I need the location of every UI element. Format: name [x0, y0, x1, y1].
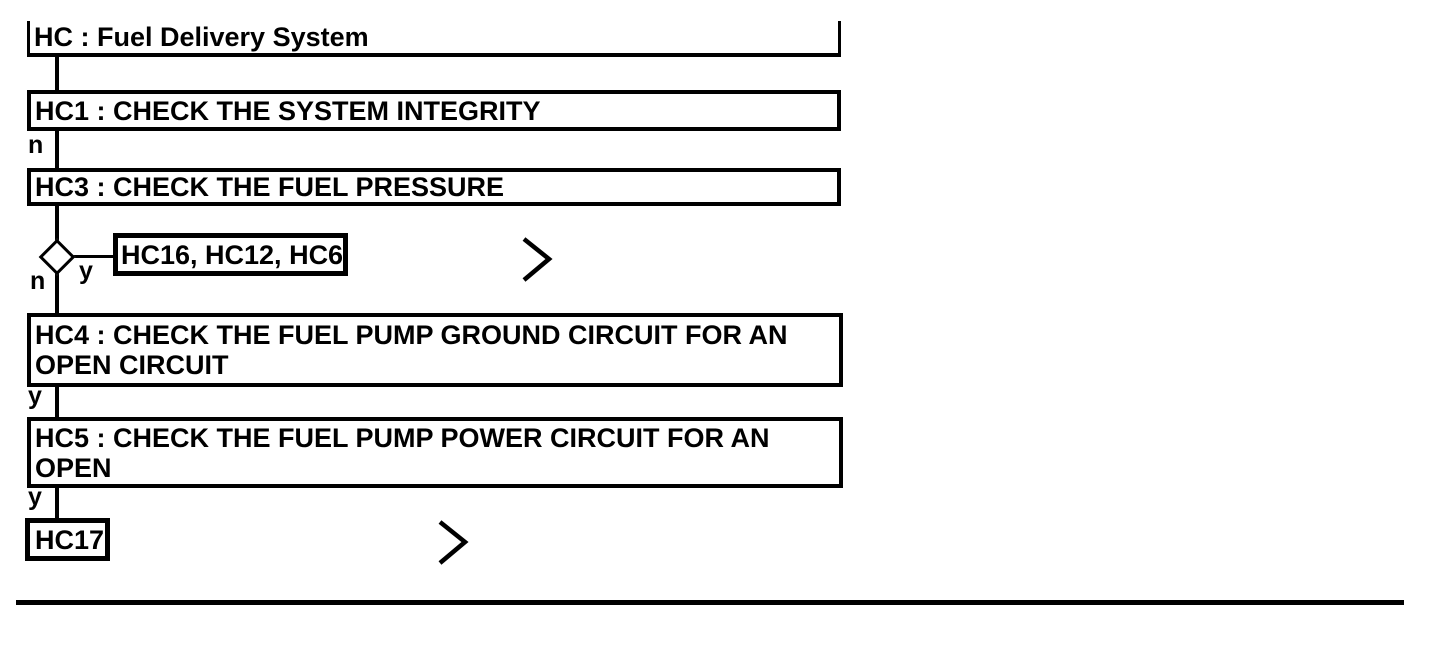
connector-hc5-to-hc17 — [55, 486, 59, 520]
node-hc4-line1: HC4 : CHECK THE FUEL PUMP GROUND CIRCUIT… — [35, 320, 788, 350]
node-hc5-line1: HC5 : CHECK THE FUEL PUMP POWER CIRCUIT … — [35, 422, 770, 453]
continue-chevron-icon-2[interactable] — [437, 519, 469, 572]
node-hc16-group[interactable]: HC16, HC12, HC6 — [113, 233, 348, 276]
node-hc1[interactable]: HC1 : CHECK THE SYSTEM INTEGRITY — [27, 90, 841, 131]
connector-hc3-to-decision — [55, 204, 59, 244]
node-hc-title[interactable]: HC : Fuel Delivery System — [27, 21, 841, 57]
node-hc3-label: HC3 : CHECK THE FUEL PRESSURE — [35, 172, 505, 202]
chevron-right-icon — [522, 237, 553, 282]
chevron-right-icon — [438, 520, 469, 565]
branch-label-hc5-yes: y — [28, 483, 42, 511]
node-hc17-label: HC17 — [35, 524, 105, 555]
connector-hc4-to-hc5 — [55, 385, 59, 419]
node-hc17[interactable]: HC17 — [25, 518, 110, 561]
connector-decision-to-hc4 — [55, 272, 59, 315]
branch-label-hc1-no: n — [28, 131, 44, 159]
separator-rule — [16, 600, 1404, 605]
connector-title-to-hc1 — [55, 54, 59, 92]
connector-hc1-to-hc3 — [55, 128, 59, 170]
node-hc5[interactable]: HC5 : CHECK THE FUEL PUMP POWER CIRCUIT … — [27, 417, 843, 488]
node-hc4[interactable]: HC4 : CHECK THE FUEL PUMP GROUND CIRCUIT… — [27, 313, 843, 387]
node-hc4-line2: OPEN CIRCUIT — [35, 350, 229, 380]
branch-label-decision-yes: y — [79, 257, 93, 285]
node-hc3[interactable]: HC3 : CHECK THE FUEL PRESSURE — [27, 168, 841, 206]
node-hc-title-label: HC : Fuel Delivery System — [34, 22, 369, 52]
branch-label-decision-no: n — [30, 267, 46, 295]
node-hc16-group-label: HC16, HC12, HC6 — [121, 239, 344, 270]
connector-decision-to-hc16 — [72, 255, 117, 258]
node-hc1-label: HC1 : CHECK THE SYSTEM INTEGRITY — [35, 95, 541, 126]
continue-chevron-icon-1[interactable] — [521, 236, 553, 289]
node-hc5-line2: OPEN — [35, 452, 112, 483]
branch-label-hc4-yes: y — [28, 382, 42, 410]
